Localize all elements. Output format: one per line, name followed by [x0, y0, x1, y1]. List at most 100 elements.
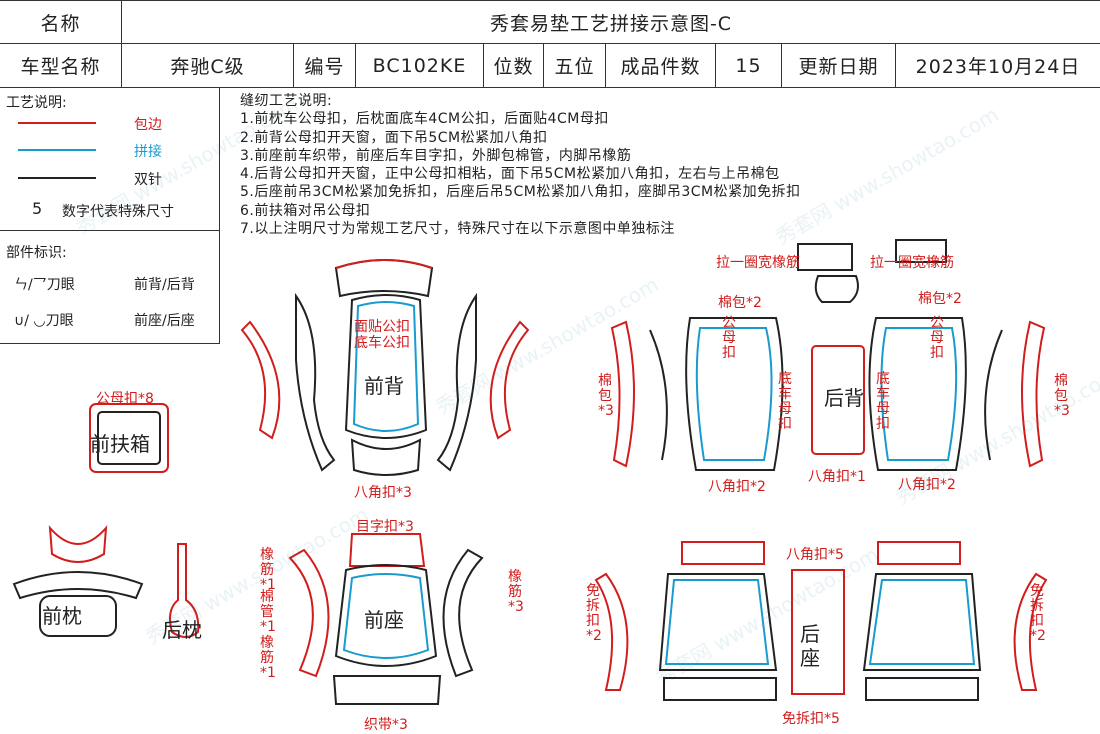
front-back-top-edge: [335, 259, 433, 269]
notes-title: 缝纫工艺说明:: [240, 93, 333, 109]
rear-back-left-panel: [685, 317, 784, 471]
front-back-right-wing: [489, 320, 530, 440]
name-label: 名称: [0, 1, 122, 43]
rear-back-elastic-right: 拉一圈宽橡筋: [870, 255, 954, 271]
rear-back-cotton-right: 棉包*2: [918, 291, 962, 307]
note-line: 7.以上注明尺寸为常规工艺尺寸，特殊尺寸在以下示意图中单独标注: [240, 221, 675, 238]
rear-headrest-label: 后枕: [162, 618, 202, 642]
armrest-panel: [89, 403, 169, 473]
front-seat-center: [334, 564, 438, 667]
front-back-top-panel: [334, 259, 434, 298]
pieces-label: 成品件数: [606, 44, 716, 87]
rear-seat-top-left: [681, 541, 765, 565]
seats-label: 位数: [484, 44, 544, 87]
legend-lines: [18, 122, 96, 179]
rear-back-cotton-left: 棉包*2: [718, 295, 762, 311]
part-meaning-seat: 前座/后座: [134, 313, 195, 329]
front-seat-left-label3: 橡筋*1: [260, 635, 276, 681]
seats-value: 五位: [544, 44, 606, 87]
rear-seat-bottom-label: 免拆扣*5: [782, 711, 840, 727]
rear-headrest-pieces: [169, 543, 200, 638]
front-back-left-side: [295, 292, 336, 472]
legend-label-edge: 包边: [134, 117, 162, 133]
header-row-2: 车型名称 奔驰C级 编号 BC102KE 位数 五位 成品件数 15 更新日期 …: [0, 44, 1100, 88]
size-label: 数字代表特殊尺寸: [62, 204, 174, 220]
front-back-bottom-label: 八角扣*3: [354, 485, 412, 501]
front-seat-bottom-strip: [332, 675, 442, 705]
rear-seat-right-join: [868, 579, 976, 665]
rear-back-left-join: [695, 327, 773, 461]
rear-back-center-strip: [811, 345, 865, 455]
front-back-bottom: [350, 438, 422, 476]
rear-back-pieces: [610, 239, 1046, 471]
rear-back-bottom-snap-left: 底车母扣: [778, 371, 792, 432]
rear-back-right-join: [880, 327, 958, 461]
front-seat-top-label: 目字扣*3: [356, 519, 414, 535]
parts-title: 部件标识:: [6, 245, 67, 261]
rear-back-oct-left: 八角扣*2: [708, 479, 766, 495]
front-armrest-pieces: [89, 403, 169, 473]
update-label: 更新日期: [782, 44, 896, 87]
part-symbol-seat: ∪/ ◡刀眼: [14, 313, 74, 329]
rear-back-oct-right: 八角扣*2: [898, 477, 956, 493]
front-seat-label: 前座: [364, 608, 404, 632]
armrest-label: 前扶箱: [90, 432, 150, 456]
rear-seat-right-label: 免拆扣*2: [1030, 583, 1046, 644]
sewing-notes: 缝纫工艺说明: 1.前枕车公母扣，后枕面底车4CM公扣，后面贴4CM母扣 2.前…: [240, 92, 801, 238]
front-headrest-pieces: [12, 525, 144, 637]
note-line: 3.前座前车织带，前座后车目字扣，外脚包棉管，内脚吊橡筋: [240, 147, 632, 164]
note-line: 2.前背公母扣开天窗，面下吊5CM松紧加八角扣: [240, 129, 548, 146]
front-headrest-top: [48, 525, 108, 563]
front-back-center: [344, 294, 428, 439]
front-seat-left-label2: 棉管*1: [260, 589, 276, 635]
rear-seat-center-strip: [791, 569, 845, 695]
rear-back-left-wing: [610, 320, 635, 468]
rear-seat-top-right: [877, 541, 961, 565]
front-back-label: 前背: [364, 374, 404, 398]
rear-seat-left-panel: [658, 573, 778, 671]
front-back-join: [352, 301, 420, 432]
rear-back-snap-left: 公母扣: [722, 315, 736, 361]
rear-back-label: 后背: [824, 386, 864, 410]
sheet-title: 秀套易垫工艺拼接示意图-C: [489, 12, 733, 35]
rear-seat-bottom-left: [663, 677, 777, 701]
rear-seat-top-label: 八角扣*5: [786, 547, 844, 563]
rear-back-side-right: 棉包*3: [1054, 373, 1070, 419]
front-seat-bottom-label: 织带*3: [364, 717, 408, 733]
model-value: 奔驰C级: [122, 44, 294, 87]
rear-seat-pieces: [594, 541, 1048, 701]
front-back-top-label: 面贴公扣: [354, 319, 410, 335]
code-label: 编号: [294, 44, 356, 87]
front-seat-left-side: [288, 548, 330, 678]
front-seat-right-label: 橡筋*3: [508, 569, 524, 615]
rear-seat-right-panel: [862, 573, 982, 671]
front-seat-right-side: [442, 548, 484, 678]
rear-back-top-center: [797, 243, 853, 271]
front-back-right-side: [436, 292, 477, 472]
rear-back-top-right: [895, 239, 947, 263]
rear-headrest-body: [169, 543, 200, 638]
rear-seat-bottom-right: [865, 677, 979, 701]
front-seat-join: [342, 573, 430, 659]
size-number: 5: [32, 199, 43, 218]
rear-seat-left-label: 免拆扣*2: [586, 583, 602, 644]
note-line: 4.后背公母扣开天窗，正中公母扣相粘，面下吊5CM松紧加八角扣，左右与上吊棉包: [240, 166, 780, 183]
rear-back-bottom-snap-right: 底车母扣: [876, 371, 890, 432]
front-headrest-body: [39, 595, 117, 637]
part-meaning-back: 前背/后背: [134, 277, 195, 293]
legend-label-double: 双针: [134, 172, 162, 188]
armrest-note: 公母扣*8: [96, 391, 154, 407]
rear-back-elastic-left: 拉一圈宽橡筋: [716, 255, 800, 271]
legend-title: 工艺说明:: [6, 95, 67, 111]
rear-back-left-side: [649, 329, 668, 461]
note-line: 6.前扶箱对吊公母扣: [240, 202, 371, 219]
rear-back-right-side: [984, 329, 1003, 461]
update-value: 2023年10月24日: [915, 56, 1081, 78]
rear-back-oct-mid: 八角扣*1: [808, 469, 866, 485]
rear-back-snap-right: 公母扣: [930, 315, 944, 361]
front-seat-pieces: [288, 533, 484, 705]
pieces-value: 15: [716, 44, 782, 87]
front-headrest-band: [12, 571, 144, 600]
